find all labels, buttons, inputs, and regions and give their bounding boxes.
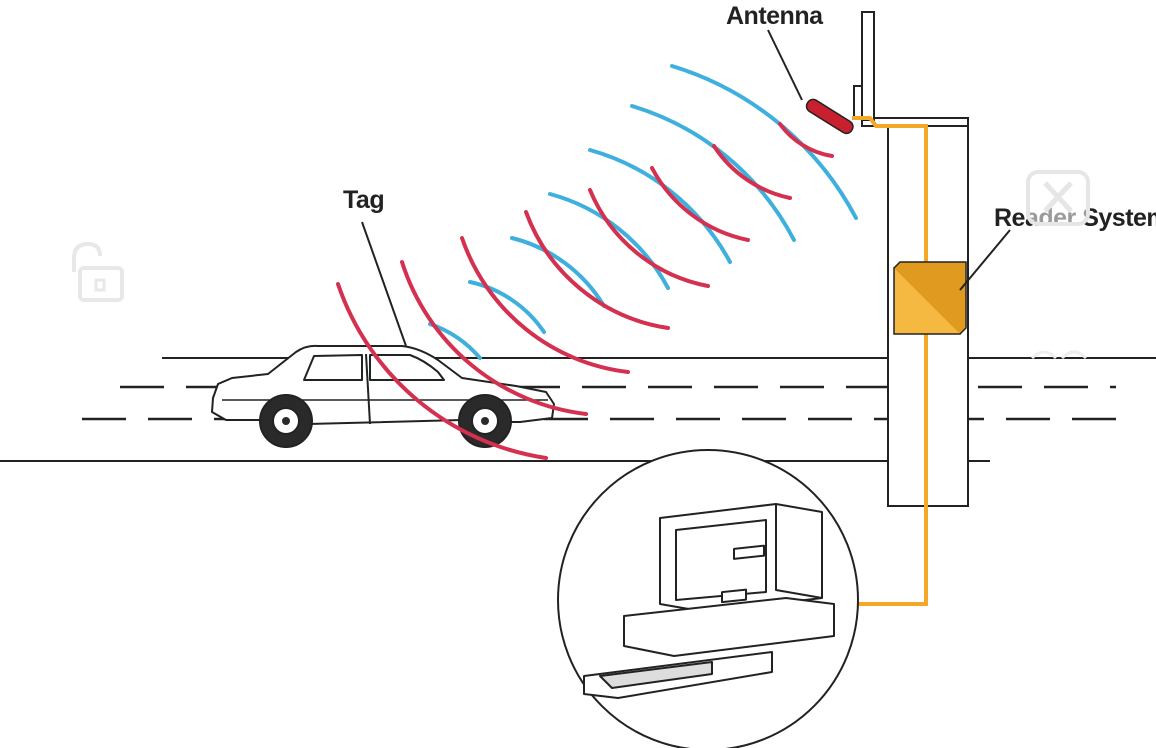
wave-return xyxy=(460,236,630,374)
reader-leader-line xyxy=(959,229,1011,291)
drive-slot xyxy=(733,544,765,560)
car-door-line xyxy=(365,353,371,425)
pole-top-bracket xyxy=(853,85,969,127)
car xyxy=(211,344,555,448)
wave-out xyxy=(510,236,606,308)
reader-pole xyxy=(853,11,969,507)
tag-leader-line xyxy=(361,221,407,347)
car-wheel-rear xyxy=(259,394,313,448)
unlock-button[interactable] xyxy=(64,236,128,306)
wave-return xyxy=(336,282,548,460)
return-waves xyxy=(336,122,834,460)
cable-reader-to-computer xyxy=(858,334,928,606)
overlay-ghost-icon xyxy=(1024,344,1094,366)
wave-out xyxy=(468,280,546,334)
car-windows xyxy=(303,354,445,381)
monitor-screen xyxy=(675,519,767,601)
close-icon xyxy=(1026,170,1090,226)
wave-return xyxy=(778,122,834,158)
keyboard-keys xyxy=(599,661,713,689)
cable xyxy=(852,116,928,606)
close-button[interactable] xyxy=(1022,166,1094,230)
wave-out xyxy=(588,148,732,264)
label-antenna: Antenna xyxy=(726,2,824,30)
unlock-icon xyxy=(72,241,124,302)
wave-return xyxy=(712,144,792,200)
wave-out xyxy=(630,104,796,242)
computer xyxy=(557,449,859,748)
road xyxy=(0,357,1156,462)
wave-return xyxy=(588,188,710,288)
antenna-element xyxy=(805,98,854,135)
antenna xyxy=(767,29,854,135)
wave-return xyxy=(400,260,588,416)
monitor-side xyxy=(775,504,823,599)
wave-out xyxy=(548,192,670,290)
wave-return xyxy=(524,210,670,330)
cable-antenna-to-reader xyxy=(852,116,928,272)
keyboard-pad xyxy=(721,588,747,604)
label-tag: Tag xyxy=(343,186,384,214)
antenna-leader-line xyxy=(767,29,803,101)
computer-base xyxy=(623,597,835,657)
outgoing-waves xyxy=(428,64,858,360)
reader-box xyxy=(893,229,1011,335)
wave-return xyxy=(650,166,750,242)
signal-waves xyxy=(336,64,858,460)
antenna-mast xyxy=(861,11,875,121)
